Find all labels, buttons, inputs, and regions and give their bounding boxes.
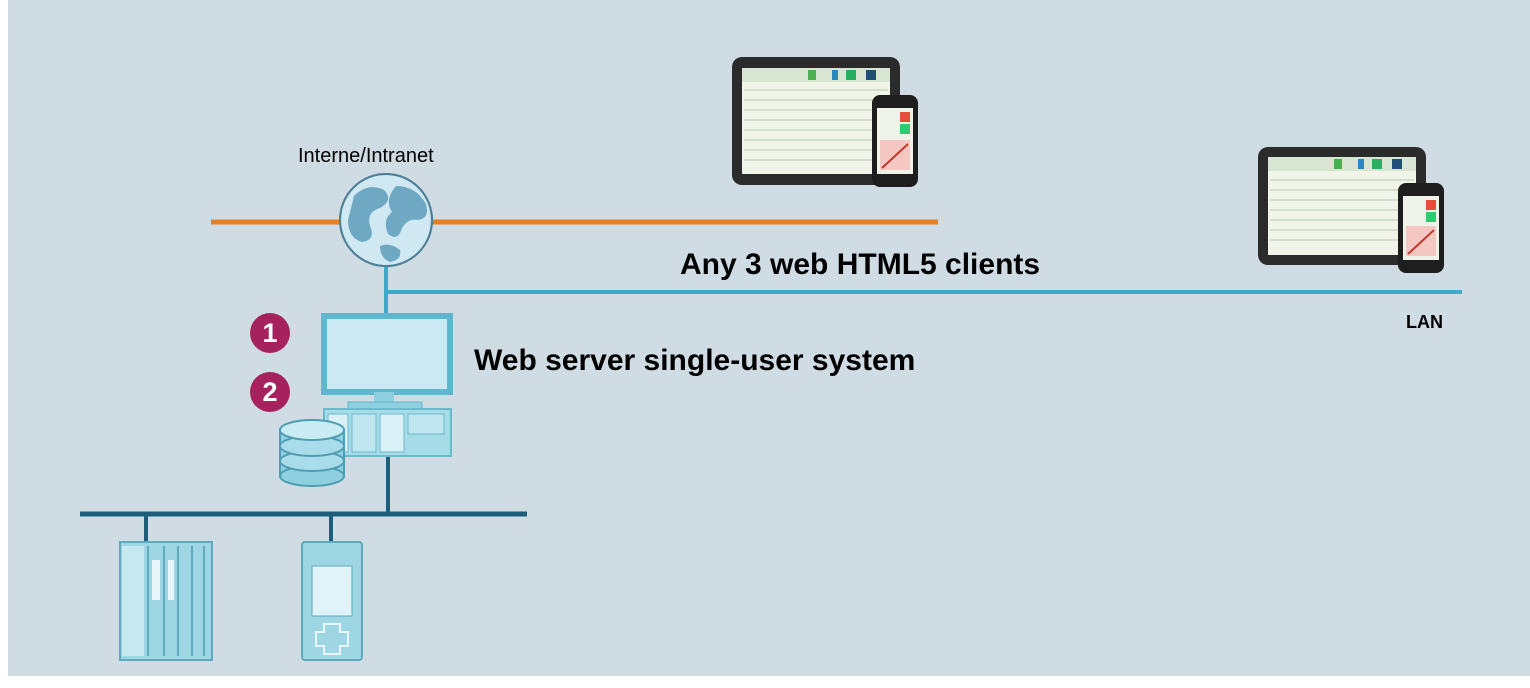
monitor-icon [321,313,453,413]
smartphone-icon [872,95,918,187]
lan-label: LAN [1406,312,1443,332]
globe-icon [339,173,433,267]
step-badge-2: 2 [250,372,290,412]
smartphone-icon [1398,183,1444,273]
hmi-panel-icon [301,541,363,661]
step-badge-1: 1 [250,313,290,353]
server-label: Web server single-user system [474,344,916,377]
internet-label: Interne/Intranet [298,145,434,167]
clients-label: Any 3 web HTML5 clients [680,248,1041,281]
tablet-icon [1258,147,1426,265]
network-diagram: Interne/Intranet Any 3 web HTML5 clients… [8,0,1530,676]
plc-rack-icon [119,541,213,661]
diagram-graphics [80,57,1462,661]
tablet-icon [732,57,900,185]
database-icon [279,419,345,487]
